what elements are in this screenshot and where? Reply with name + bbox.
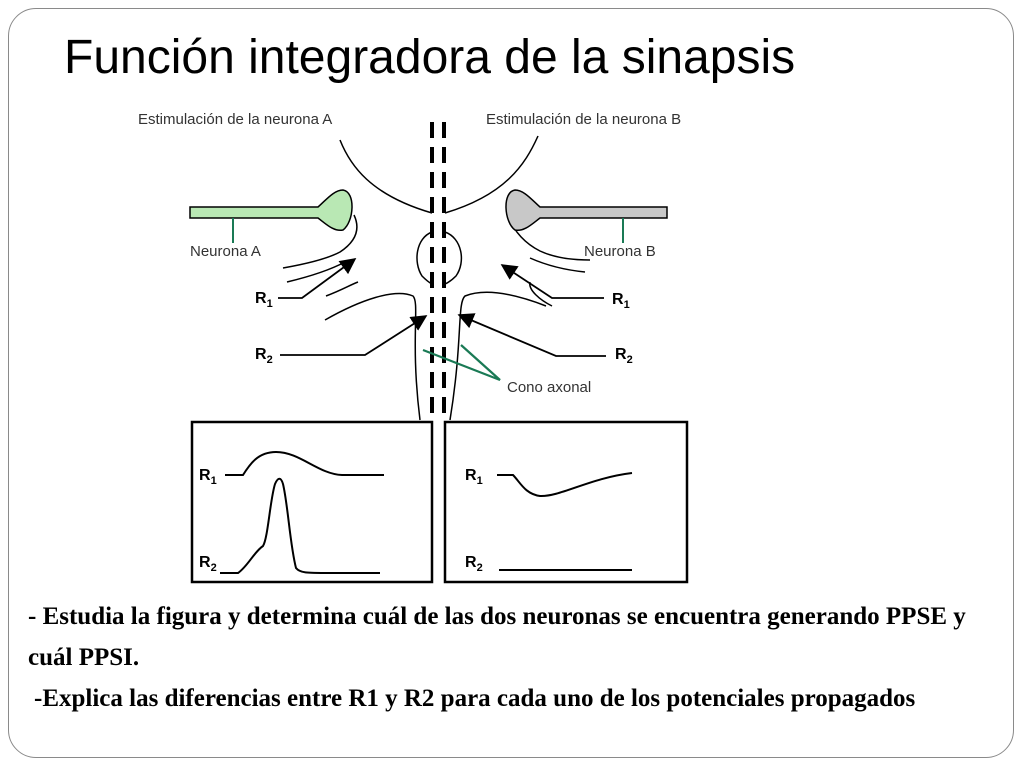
svg-text:R2: R2 bbox=[199, 554, 217, 574]
neuron-b-label: Neurona B bbox=[584, 243, 656, 260]
svg-text:R2: R2 bbox=[255, 346, 273, 366]
svg-text:R1: R1 bbox=[465, 467, 483, 487]
neuron-a-terminal bbox=[189, 189, 353, 232]
box-a-r2-label: R2 bbox=[199, 554, 217, 574]
trace-a-r2 bbox=[220, 477, 380, 574]
axon-cone-label: Cono axonal bbox=[507, 379, 591, 396]
stimulation-label-a: Estimulación de la neurona A bbox=[138, 111, 332, 128]
diagram-r1-left: R1 bbox=[255, 290, 273, 310]
diagram-r2-left: R2 bbox=[255, 346, 273, 366]
instructions: - Estudia la figura y determina cuál de … bbox=[28, 596, 988, 719]
recording-box-b bbox=[443, 420, 689, 584]
dashed-separator bbox=[430, 122, 446, 420]
trace-a-r1 bbox=[225, 450, 384, 476]
svg-text:R1: R1 bbox=[255, 290, 273, 310]
arrows bbox=[278, 258, 606, 357]
axon-cone-pointer bbox=[422, 344, 501, 382]
svg-text:R1: R1 bbox=[199, 467, 217, 487]
box-a-r1-label: R1 bbox=[199, 467, 217, 487]
neuron-a-label: Neurona A bbox=[190, 243, 261, 260]
instruction-line-1: - Estudia la figura y determina cuál de … bbox=[28, 603, 966, 671]
diagram-r1-right: R1 bbox=[612, 291, 630, 311]
svg-text:R2: R2 bbox=[615, 346, 633, 366]
trace-b-r1 bbox=[497, 472, 633, 498]
slide-frame bbox=[8, 8, 1014, 758]
svg-text:R2: R2 bbox=[465, 554, 483, 574]
recording-box-a bbox=[190, 420, 434, 584]
instruction-line-2: -Explica las diferencias entre R1 y R2 p… bbox=[34, 685, 916, 712]
neuron-b-terminal bbox=[505, 189, 668, 232]
diagram-r2-right: R2 bbox=[615, 346, 633, 366]
stimulation-label-b: Estimulación de la neurona B bbox=[486, 111, 681, 128]
box-b-r1-label: R1 bbox=[465, 467, 483, 487]
slide-title: Función integradora de la sinapsis bbox=[64, 31, 796, 84]
svg-text:R1: R1 bbox=[612, 291, 630, 311]
box-b-r2-label: R2 bbox=[465, 554, 483, 574]
